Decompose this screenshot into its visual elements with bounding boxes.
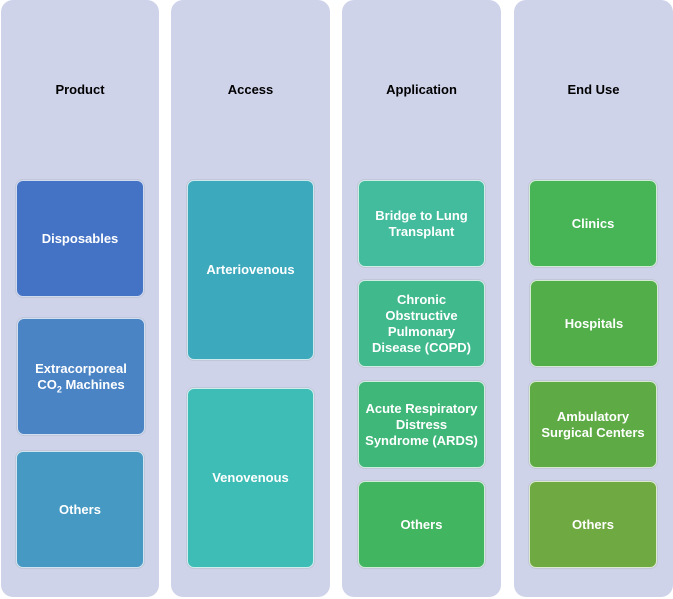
column-title: Product [55,82,105,97]
item-bridge-to-lung-transplant: Bridge to Lung Transplant [358,180,485,267]
item-label: Venovenous [212,470,289,485]
item-others: Others [529,481,657,568]
item-label: Chronic Obstructive Pulmonary Disease (C… [372,291,471,355]
item-venovenous: Venovenous [187,388,314,568]
item-others: Others [16,451,144,568]
item-ambulatory-surgical-centers: Ambulatory Surgical Centers [529,381,657,468]
column-title: Application [386,82,457,97]
item-label: Bridge to Lung Transplant [375,207,468,239]
item-label: Hospitals [564,315,624,331]
item-others: Others [358,481,485,568]
item-clinics: Clinics [529,180,657,267]
item-label: Acute Respiratory Distress Syndrome (ARD… [365,400,478,448]
column-application: Application Bridge to Lung Transplant Ch… [342,0,501,597]
item-label: Others [59,501,101,517]
item-ards: Acute Respiratory Distress Syndrome (ARD… [358,381,485,468]
item-label: Disposables [41,230,119,246]
column-title: End Use [567,82,620,97]
item-copd: Chronic Obstructive Pulmonary Disease (C… [358,280,485,367]
item-disposables: Disposables [16,180,144,297]
item-extracorporeal-co2-machines: Extracorporeal CO2 Machines [17,318,145,435]
item-label: Others [400,516,443,532]
column-product: Product Disposables Extracorporeal CO2 M… [1,0,159,597]
column-title: Access [227,82,274,97]
item-label: Arteriovenous [206,262,295,277]
item-label: Ambulatory Surgical Centers [541,408,645,440]
item-hospitals: Hospitals [530,280,658,367]
item-label: Others [572,516,614,532]
item-label: Clinics [571,215,615,231]
item-label: Extracorporeal CO2 Machines [35,360,127,395]
column-end-use: End Use Clinics Hospitals Ambulatory Sur… [514,0,673,597]
item-arteriovenous: Arteriovenous [187,180,314,360]
column-access: Access Arteriovenous Venovenous [171,0,330,597]
